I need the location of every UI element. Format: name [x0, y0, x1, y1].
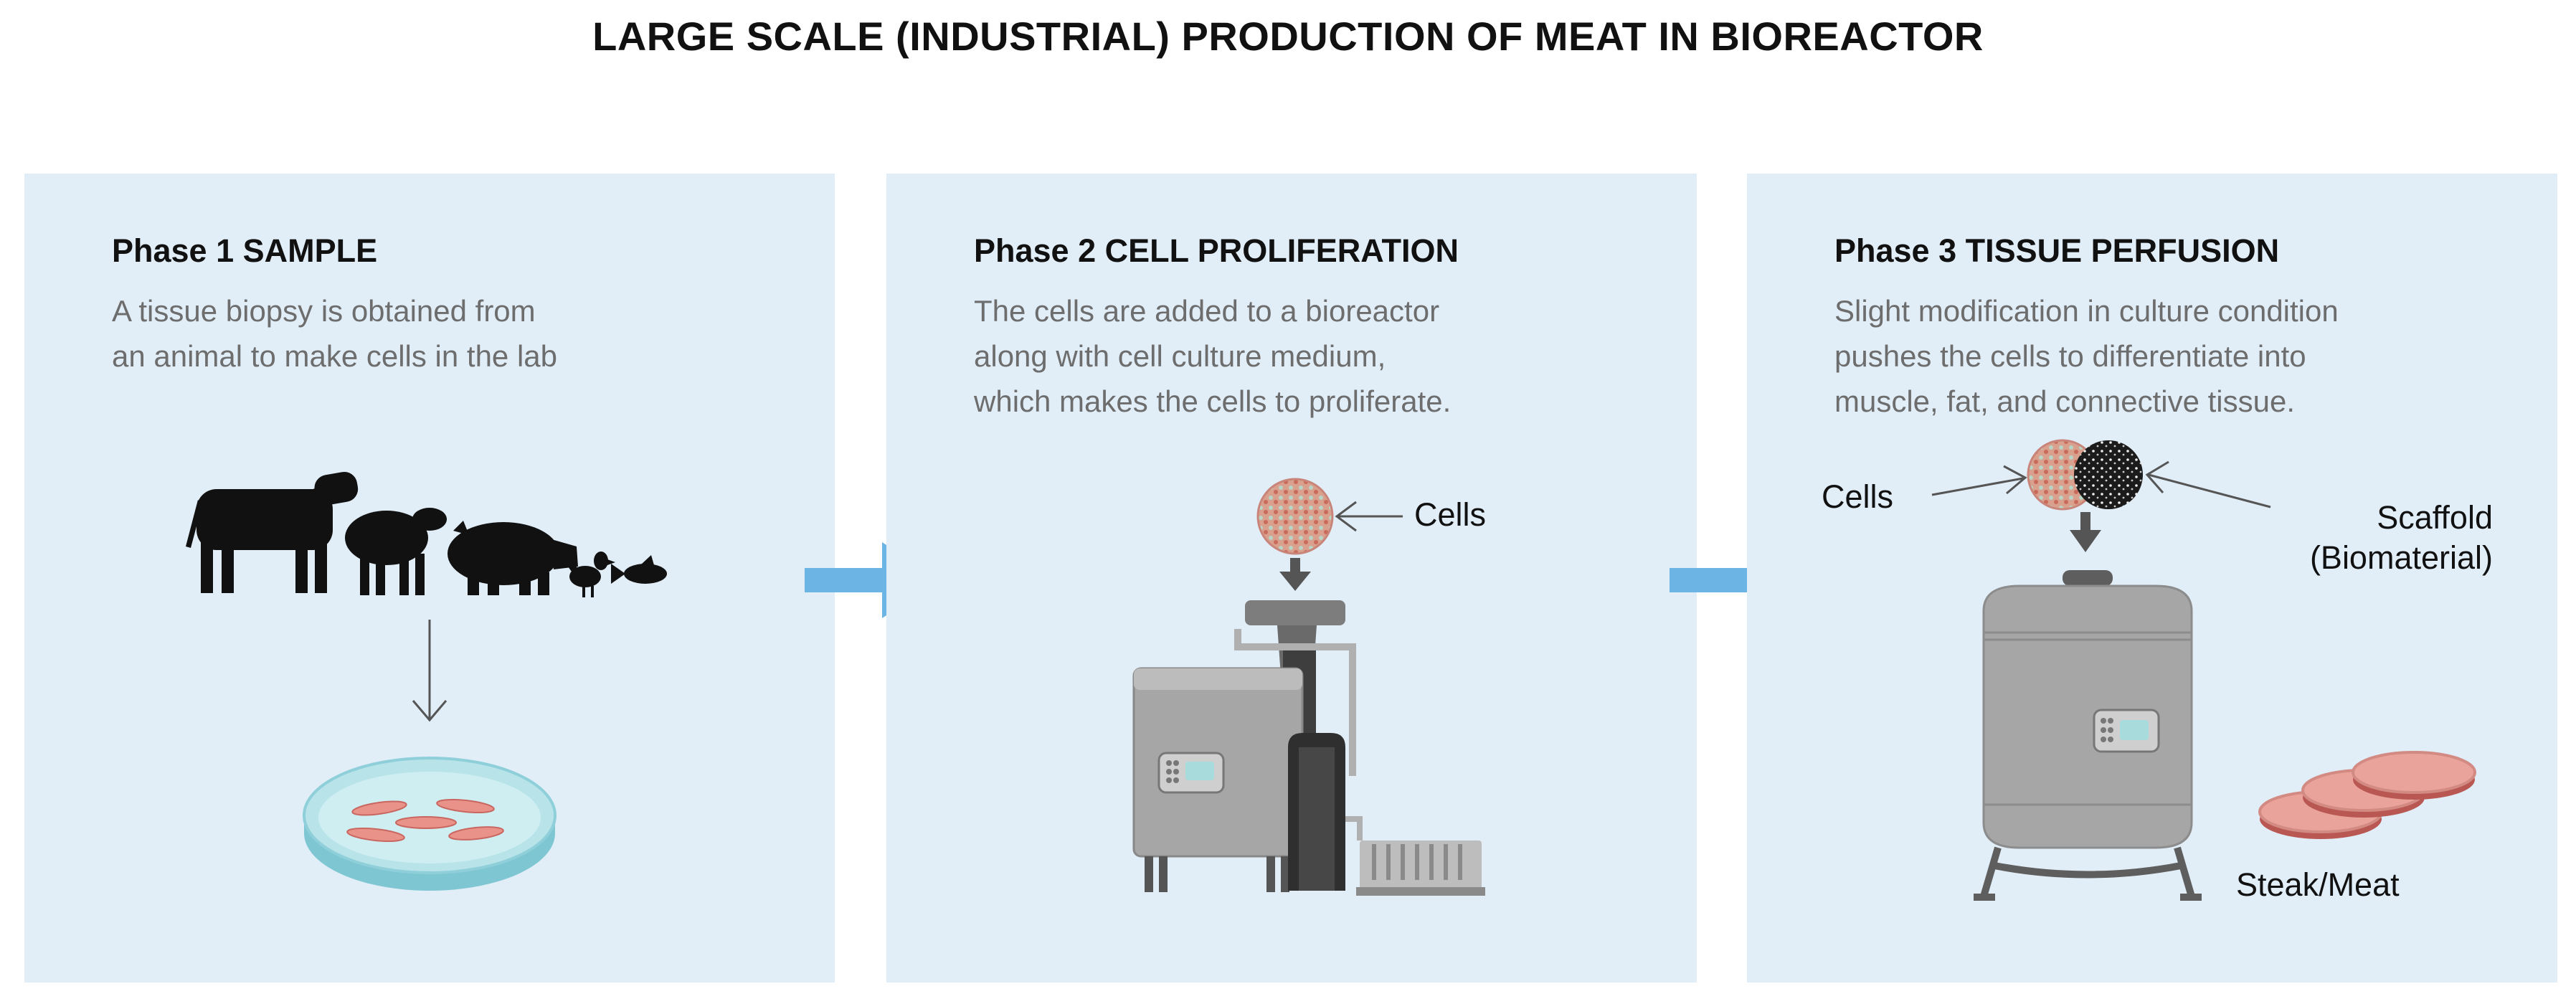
biomaterial-label-line: (Biomaterial)	[2309, 539, 2493, 576]
description-line: muscle, fat, and connective tissue.	[1834, 384, 2295, 418]
description-line: The cells are added to a bioreactor	[974, 294, 1440, 328]
steak-meat-label: Steak/Meat	[2236, 866, 2400, 903]
fish-icon	[611, 555, 667, 584]
petri-dish-icon	[303, 757, 557, 891]
scaffold-icon	[2074, 440, 2143, 509]
phase-3-panel: Phase 3 TISSUE PERFUSION Slight modifica…	[1747, 174, 2557, 983]
down-arrow-icon	[412, 620, 448, 722]
scaffold-label: Scaffold (Biomaterial)	[2249, 498, 2493, 578]
description-line: along with cell culture medium,	[974, 339, 1386, 373]
chicken-icon	[568, 551, 615, 597]
phase-1-illustration	[186, 471, 667, 891]
phase-1-panel: Phase 1 SAMPLE A tissue biopsy is obtain…	[24, 174, 835, 983]
down-arrow-icon	[2070, 512, 2101, 552]
tank-bioreactor-icon	[1974, 570, 2202, 901]
phase-2-title: Phase 2 CELL PROLIFERATION	[974, 232, 1459, 269]
description-line: an animal to make cells in the lab	[112, 339, 557, 373]
phase-3-illustration	[1931, 439, 2476, 901]
sheep-icon	[345, 508, 447, 595]
description-line: which makes the cells to proliferate.	[974, 384, 1452, 418]
cow-icon	[186, 471, 359, 593]
pointer-arrow-icon	[1931, 465, 2027, 496]
steak-meat-icon	[2258, 751, 2476, 839]
bioreactor-machine-icon	[1132, 600, 1485, 896]
phase-3-title: Phase 3 TISSUE PERFUSION	[1834, 232, 2280, 269]
pig-icon	[448, 521, 578, 595]
phase-1-title: Phase 1 SAMPLE	[112, 232, 378, 269]
description-line: pushes the cells to differentiate into	[1834, 339, 2306, 373]
cells-label: Cells	[1822, 478, 1894, 515]
pointer-arrow-icon	[2145, 460, 2271, 508]
phase-2-panel: Phase 2 CELL PROLIFERATION The cells are…	[886, 174, 1697, 983]
diagram-title: LARGE SCALE (INDUSTRIAL) PRODUCTION OF M…	[592, 14, 1984, 59]
pointer-arrow-icon	[1335, 501, 1403, 532]
cells-label: Cells	[1414, 496, 1487, 533]
down-arrow-icon	[1279, 558, 1311, 591]
scaffold-label-line: Scaffold	[2377, 499, 2493, 536]
description-line: Slight modification in culture condition	[1834, 294, 2339, 328]
phase-2-description: The cells are added to a bioreactor alon…	[974, 288, 1662, 424]
phase-2-illustration	[1132, 478, 1485, 896]
cell-cluster-icon	[1256, 478, 1334, 555]
phase-3-description: Slight modification in culture condition…	[1834, 288, 2523, 424]
description-line: A tissue biopsy is obtained from	[112, 294, 536, 328]
phase-1-description: A tissue biopsy is obtained from an anim…	[112, 288, 800, 379]
